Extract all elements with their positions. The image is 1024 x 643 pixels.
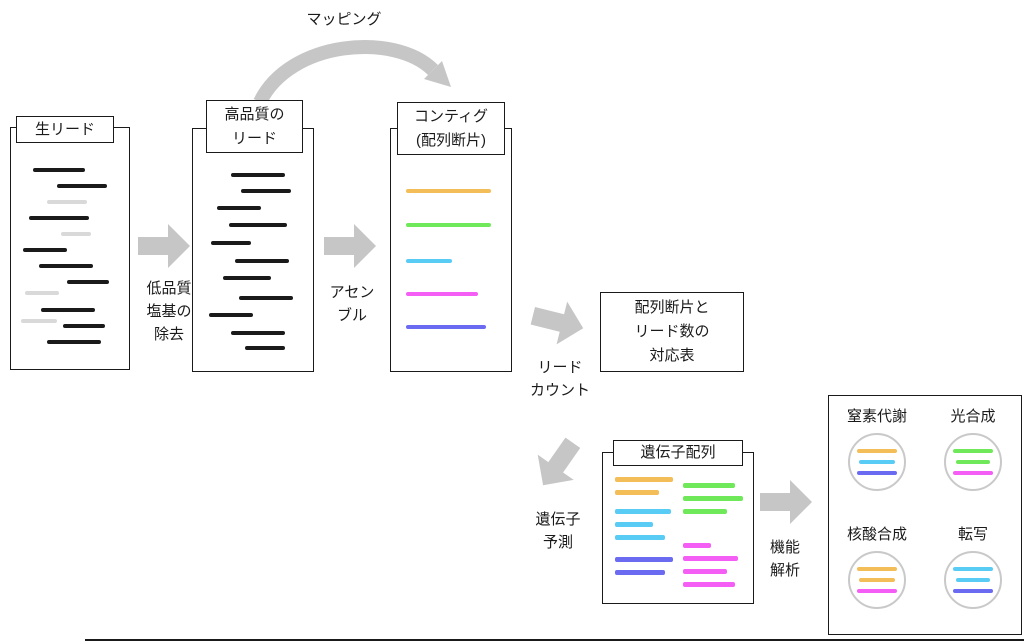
orange-read-line <box>615 477 673 482</box>
cyan-gene-line <box>956 578 990 582</box>
function-category-label: 核酸合成 <box>846 526 907 543</box>
contigs-box <box>390 128 512 372</box>
read-count-arrow <box>530 301 584 345</box>
count-table-box: 配列断片と リード数の 対応表 <box>600 292 744 372</box>
arrow-glyph <box>760 480 812 524</box>
mapping-label: マッピング <box>306 11 382 28</box>
dark-read-line <box>241 189 291 193</box>
gene-prediction-label: 遺伝子 予測 <box>535 511 581 551</box>
dark-read-line <box>23 248 67 252</box>
quality-trim-arrow <box>138 224 190 268</box>
contigs-title: コンティグ (配列断片) <box>397 102 505 155</box>
dark-read-line <box>211 241 251 245</box>
dark-read-line <box>41 308 95 312</box>
mapping-curved-arrow <box>253 40 451 106</box>
light-read-line <box>61 232 91 236</box>
functional-analysis-label: 機能 解析 <box>769 539 800 579</box>
green-read-line <box>683 483 735 488</box>
green-read-line <box>683 509 727 514</box>
gene-group-circle <box>944 551 1002 609</box>
magenta-read-line <box>683 569 727 574</box>
gene-group-circle <box>944 433 1002 491</box>
orange-read-line <box>406 189 491 193</box>
curved-arrow-shaft <box>253 40 438 106</box>
function-category-label: 窒素代謝 <box>846 408 907 425</box>
dark-read-line <box>33 168 85 172</box>
cyan-gene-line <box>953 567 993 571</box>
cyan-gene-line <box>859 460 895 464</box>
orange-gene-line <box>857 567 897 571</box>
function-box: 窒素代謝 光合成核酸合成 転写 <box>828 395 1022 635</box>
cyan-read-line <box>406 259 452 263</box>
magenta-read-line <box>683 556 738 561</box>
dark-read-line <box>57 184 107 188</box>
orange-gene-line <box>857 449 897 453</box>
green-read-line <box>406 223 491 227</box>
blue-read-line <box>615 557 673 562</box>
dark-read-line <box>231 331 285 335</box>
arrow-glyph <box>530 301 584 345</box>
blue-gene-line <box>857 471 897 475</box>
curved-arrow-head <box>424 61 451 87</box>
gene-sequences-box <box>602 452 754 604</box>
function-category: 光合成 <box>925 396 1021 514</box>
function-category: 転写 <box>925 514 1021 632</box>
green-read-line <box>683 496 743 501</box>
gene-group-circle <box>848 551 906 609</box>
dark-read-line <box>239 296 293 300</box>
dark-read-line <box>47 340 101 344</box>
quality-trim-label: 低品質 塩基の 除去 <box>146 280 192 343</box>
function-category: 核酸合成 <box>829 514 925 632</box>
hq-reads-box <box>192 128 314 372</box>
dark-read-line <box>229 223 287 227</box>
assemble-arrow <box>324 224 376 268</box>
dark-read-line <box>245 346 285 350</box>
functional-analysis-arrow <box>760 480 812 524</box>
dark-read-line <box>217 206 261 210</box>
cyan-read-line <box>615 535 665 540</box>
bottom-border-line <box>85 639 1024 641</box>
dark-read-line <box>29 216 89 220</box>
hq-reads-title: 高品質の リード <box>206 100 303 153</box>
arrow-glyph <box>537 437 581 486</box>
dark-read-line <box>235 259 289 263</box>
cyan-read-line <box>615 522 653 527</box>
assemble-label: アセン ブル <box>329 284 375 324</box>
light-read-line <box>21 319 57 323</box>
function-category-label: 光合成 <box>950 408 996 425</box>
magenta-read-line <box>683 582 735 587</box>
dark-read-line <box>39 264 93 268</box>
orange-read-line <box>615 490 659 495</box>
light-read-line <box>47 200 87 204</box>
green-gene-line <box>953 449 993 453</box>
magenta-gene-line <box>857 589 897 593</box>
gene-sequences-title: 遺伝子配列 <box>613 440 743 466</box>
cyan-read-line <box>615 509 671 514</box>
dark-read-line <box>209 313 253 317</box>
dark-read-line <box>231 173 285 177</box>
arrow-glyph <box>138 224 190 268</box>
gene-prediction-arrow <box>537 437 581 486</box>
function-category-label: 転写 <box>957 526 988 543</box>
raw-reads-box <box>10 127 130 370</box>
magenta-read-line <box>683 543 711 548</box>
dark-read-line <box>67 280 109 284</box>
blue-gene-line <box>953 589 993 593</box>
dark-read-line <box>223 276 271 280</box>
gene-group-circle <box>848 433 906 491</box>
green-gene-line <box>956 460 990 464</box>
blue-read-line <box>615 570 665 575</box>
orange-gene-line <box>859 578 895 582</box>
read-count-label: リード カウント <box>529 359 590 399</box>
blue-read-line <box>406 325 486 329</box>
magenta-read-line <box>406 292 478 296</box>
dark-read-line <box>63 324 105 328</box>
light-read-line <box>25 291 59 295</box>
raw-reads-title: 生リード <box>16 116 114 143</box>
arrow-glyph <box>324 224 376 268</box>
magenta-gene-line <box>953 471 993 475</box>
function-category: 窒素代謝 <box>829 396 925 514</box>
